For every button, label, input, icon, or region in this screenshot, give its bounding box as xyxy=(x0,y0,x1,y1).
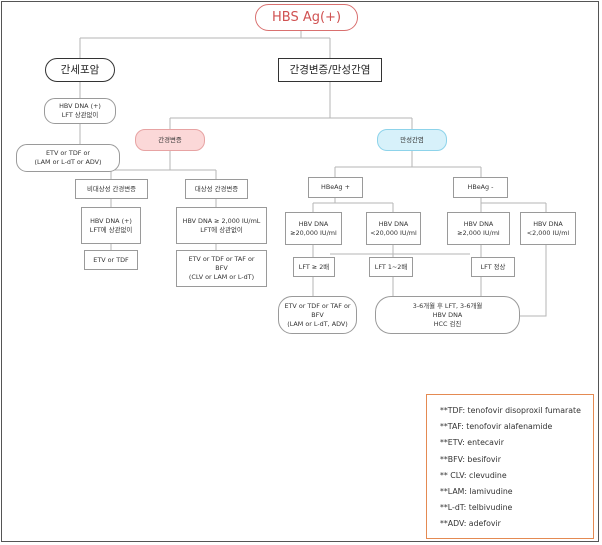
legend-item: **TDF: tenofovir disoproxil fumarate xyxy=(440,406,581,415)
node-cirrhosis: 간경변증 xyxy=(135,129,205,151)
node-compensated-cirrhosis: 대상성 간경변증 xyxy=(185,179,248,199)
node-decompensated-condition: HBV DNA (+) LFT에 상관없이 xyxy=(81,207,141,244)
node-lft-1-2x: LFT 1~2배 xyxy=(369,257,413,277)
node-decompensated-cirrhosis: 비대상성 간경변증 xyxy=(75,179,148,199)
node-hbeag-pos-low-dna: HBV DNA <20,000 IU/ml xyxy=(366,212,421,245)
node-compensated-treatment: ETV or TDF or TAF or BFV (CLV or LAM or … xyxy=(176,250,267,287)
legend-item: **ADV: adefovir xyxy=(440,519,501,529)
node-lft-normal: LFT 정상 xyxy=(471,257,515,277)
node-monitoring: 3-6개월 후 LFT, 3-6개월 HBV DNA HCC 검진 xyxy=(375,296,520,334)
node-hbeag-positive: HBeAg + xyxy=(308,177,363,198)
node-decompensated-treatment: ETV or TDF xyxy=(84,250,138,270)
legend-item: **LAM: lamivudine xyxy=(440,487,513,497)
node-lft-2x: LFT ≥ 2배 xyxy=(293,257,335,277)
node-hcc-hbv-dna: HBV DNA (+) LFT 상관없이 xyxy=(44,98,116,124)
node-hbeag-neg-low-dna: HBV DNA <2,000 IU/ml xyxy=(520,212,576,245)
node-cirrhosis-chronic-hepatitis: 간경변증/만성간염 xyxy=(278,58,382,82)
node-chronic-hepatitis: 만성간염 xyxy=(377,129,447,151)
node-hbeag-pos-high-dna: HBV DNA ≥20,000 IU/ml xyxy=(285,212,342,245)
node-compensated-condition: HBV DNA ≥ 2,000 IU/mL LFT에 상관없이 xyxy=(176,207,267,244)
legend-item: **ETV: entecavir xyxy=(440,438,504,448)
root-node-hbsag: HBS Ag(+) xyxy=(255,4,358,31)
node-hbeag-negative: HBeAg - xyxy=(453,177,508,198)
node-hcc: 간세포암 xyxy=(45,58,115,82)
legend-item: **L-dT: telbivudine xyxy=(440,503,513,513)
node-hcc-treatment: ETV or TDF or (LAM or L-dT or ADV) xyxy=(16,144,120,172)
legend-item: ** CLV: clevudine xyxy=(440,470,507,480)
legend-item: **BFV: besifovir xyxy=(440,454,501,464)
node-hbeag-neg-high-dna: HBV DNA ≥2,000 IU/ml xyxy=(447,212,510,245)
node-chronic-treatment: ETV or TDF or TAF or BFV (LAM or L-dT, A… xyxy=(278,296,357,334)
abbreviation-legend: **TDF: tenofovir disoproxil fumarate **T… xyxy=(426,394,594,539)
legend-item: **TAF: tenofovir alafenamide xyxy=(440,422,553,432)
